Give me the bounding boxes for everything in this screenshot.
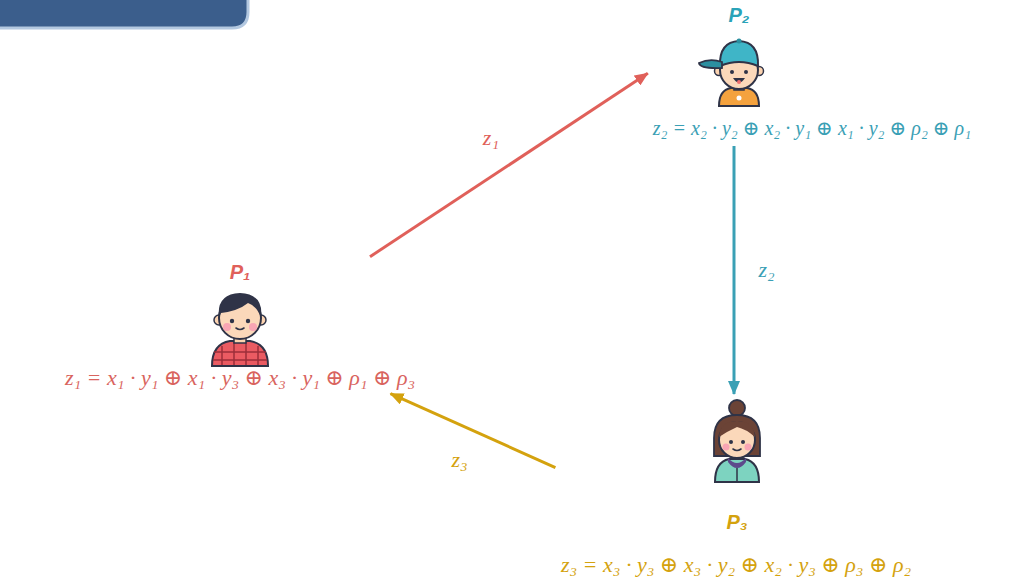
avatar-illustration	[230, 319, 234, 323]
party-node: P₁ z₁ = x₁ · y₁ ⊕ x₁ · y₃ ⊕ x₃ · y₁ ⊕ ρ₁ …	[65, 260, 415, 391]
avatar-illustration	[720, 41, 758, 66]
avatar-illustration	[213, 342, 267, 365]
party-name: P₁	[230, 260, 250, 284]
party-name: P₃	[726, 510, 747, 534]
message-label: z₂	[756, 257, 776, 283]
avatar-illustration	[219, 293, 262, 318]
avatar-illustration	[719, 422, 755, 458]
avatar-illustration	[741, 440, 745, 444]
message-label: z₃	[450, 447, 470, 473]
avatar-illustration	[730, 70, 734, 74]
avatar-illustration	[223, 323, 231, 331]
avatar-illustration	[715, 459, 759, 482]
party-node: P₂ z₂ = x₂ · y₂ ⊕ x₂ · y₁ ⊕ x₁ · y₂ ⊕ ρ₂ …	[653, 3, 971, 140]
title-banner	[0, 0, 248, 28]
avatar-illustration	[736, 468, 738, 481]
avatar-illustration	[719, 421, 755, 437]
avatar-illustration	[737, 39, 742, 44]
avatar-illustration	[733, 449, 741, 451]
share-formula: z₃ = x₃ · y₃ ⊕ x₃ · y₂ ⊕ x₂ · y₃ ⊕ ρ₃ ⊕ …	[561, 552, 911, 578]
avatar-illustration	[212, 341, 268, 366]
avatar-illustration	[699, 60, 722, 68]
share-formula: z₂ = x₂ · y₂ ⊕ x₂ · y₁ ⊕ x₁ · y₂ ⊕ ρ₂ ⊕ …	[653, 116, 971, 140]
avatar-illustration	[737, 80, 741, 84]
avatar-illustration	[729, 400, 745, 416]
share-formula: z₁ = x₁ · y₁ ⊕ x₁ · y₃ ⊕ x₃ · y₁ ⊕ ρ₁ ⊕ …	[65, 365, 415, 391]
avatar-illustration	[236, 328, 244, 330]
avatar-illustration	[744, 70, 748, 74]
avatar-illustration	[699, 39, 764, 107]
party-node: P₃ z₃ = x₃ · y₃ ⊕ x₃ · y₂ ⊕ x₂ · y₃ ⊕ ρ₃ …	[561, 400, 911, 578]
avatar-illustration	[714, 400, 760, 482]
avatar-illustration	[729, 440, 733, 444]
avatar-illustration	[728, 458, 746, 468]
avatar-illustration	[745, 444, 752, 451]
message-arrow	[390, 394, 555, 468]
avatar-illustration	[723, 444, 730, 451]
party-name: P₂	[729, 3, 750, 27]
avatar-illustration	[246, 319, 250, 323]
avatar-illustration	[212, 293, 268, 366]
message-arrow	[733, 146, 736, 394]
message-arrow	[370, 73, 648, 256]
avatar-illustration	[737, 96, 742, 101]
title-banner	[0, 0, 248, 28]
message-label: z₁	[481, 125, 501, 151]
avatar-illustration	[249, 323, 257, 331]
